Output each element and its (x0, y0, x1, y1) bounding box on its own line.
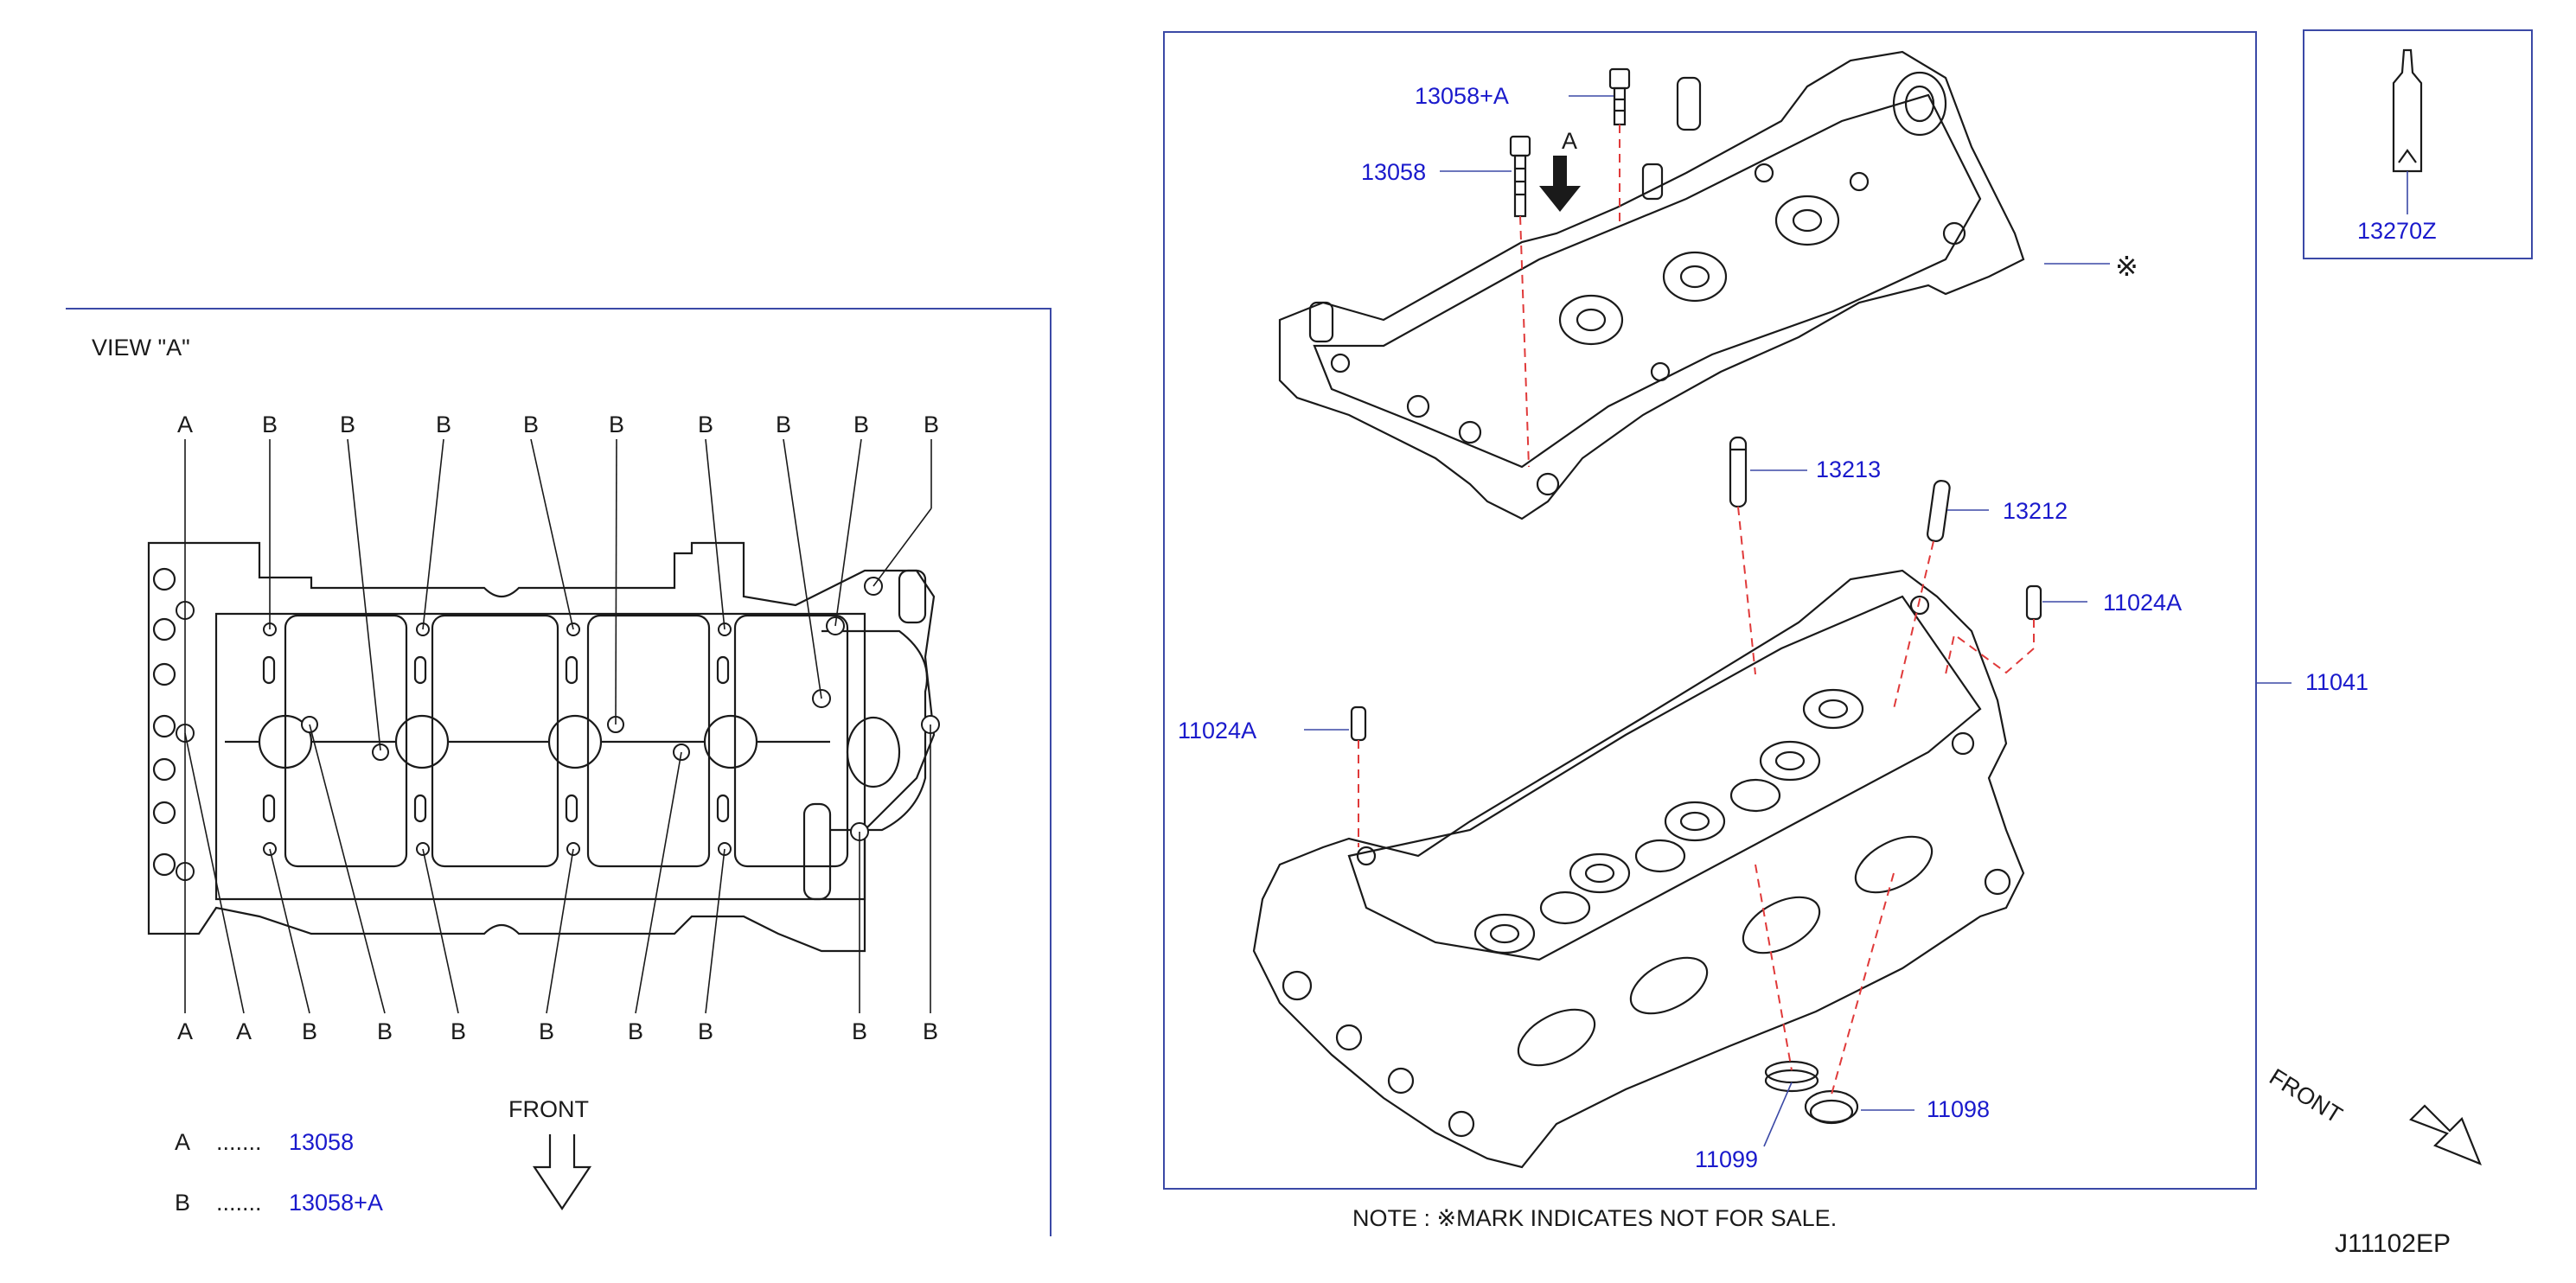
bottom-letter: A (235, 1018, 252, 1044)
view-a-title: VIEW "A" (92, 335, 190, 361)
callout-leaders (1304, 95, 2292, 1147)
bottom-letter: B (376, 1018, 393, 1044)
bolt-13058-icon (1509, 135, 1531, 218)
top-letter: B (522, 412, 539, 437)
bottom-letter: B (538, 1018, 554, 1044)
sealant-tube-icon (2392, 48, 2423, 214)
top-letter: B (853, 412, 869, 437)
view-a-frame (66, 308, 1051, 1236)
legend-dots: ....... (216, 1190, 262, 1216)
callout-arrow-a: A (1562, 128, 1578, 154)
top-letter: B (697, 412, 713, 437)
valve-guide-13213-icon (1729, 436, 1748, 508)
top-letter: B (923, 412, 939, 437)
front-direction-arrow-icon (2409, 1104, 2482, 1165)
top-letter: A (176, 412, 193, 437)
legend-part-number[interactable]: 13058 (289, 1129, 355, 1155)
top-letter: B (435, 412, 451, 437)
assembly-dashed-lines (1358, 124, 2035, 1095)
top-letter: B (775, 412, 791, 437)
main-frame (1163, 31, 2257, 1190)
bottom-letter: A (176, 1018, 193, 1044)
bottom-letter: B (851, 1018, 867, 1044)
callout-11041[interactable]: 11041 (2305, 669, 2369, 695)
callout-11024a-left[interactable]: 11024A (1178, 718, 1257, 744)
note-text: NOTE : ※MARK INDICATES NOT FOR SALE. (1352, 1205, 1838, 1231)
bottom-letter: B (922, 1018, 938, 1044)
view-a-leaders (184, 438, 932, 1014)
top-letter: B (339, 412, 355, 437)
dowel-pin-right-icon (2025, 584, 2042, 621)
sealant-frame (2303, 29, 2533, 259)
dowel-pin-left-icon (1350, 705, 1367, 742)
seal-11098-icon (1804, 1089, 1859, 1125)
view-a-front-label: FRONT (508, 1096, 589, 1122)
callout-13058a[interactable]: 13058+A (1415, 83, 1509, 109)
cylinder-head (1252, 569, 2025, 1169)
callout-11099[interactable]: 11099 (1695, 1146, 1759, 1172)
callout-13058[interactable]: 13058 (1361, 159, 1427, 185)
legend-dots: ....... (216, 1129, 262, 1155)
not-for-sale-mark: ※ (2115, 251, 2138, 282)
top-letter: B (608, 412, 624, 437)
bolt-13058a-icon (1608, 67, 1631, 126)
cam-carrier-top-view (147, 541, 936, 953)
front-arrow-icon (532, 1134, 592, 1210)
seal-11099-icon (1764, 1060, 1819, 1093)
callout-13213[interactable]: 13213 (1816, 456, 1882, 482)
camshaft-bracket (1278, 50, 2025, 520)
legend-key: B (175, 1190, 191, 1216)
diagram-code: J11102EP (2335, 1229, 2451, 1258)
callout-11098[interactable]: 11098 (1927, 1096, 1991, 1122)
bottom-letter: B (301, 1018, 317, 1044)
valve-guide-13212-icon (1927, 480, 1951, 542)
callout-11024a-right[interactable]: 11024A (2103, 590, 2183, 616)
callout-13212[interactable]: 13212 (2003, 498, 2068, 524)
legend-part-number[interactable]: 13058+A (289, 1190, 383, 1216)
view-a-arrow-icon (1539, 156, 1581, 212)
legend-key: A (175, 1129, 191, 1155)
callout-13270z[interactable]: 13270Z (2357, 218, 2437, 244)
top-letter: B (261, 412, 278, 437)
bottom-letter: B (450, 1018, 466, 1044)
bottom-letter: B (627, 1018, 643, 1044)
bottom-letter: B (697, 1018, 713, 1044)
